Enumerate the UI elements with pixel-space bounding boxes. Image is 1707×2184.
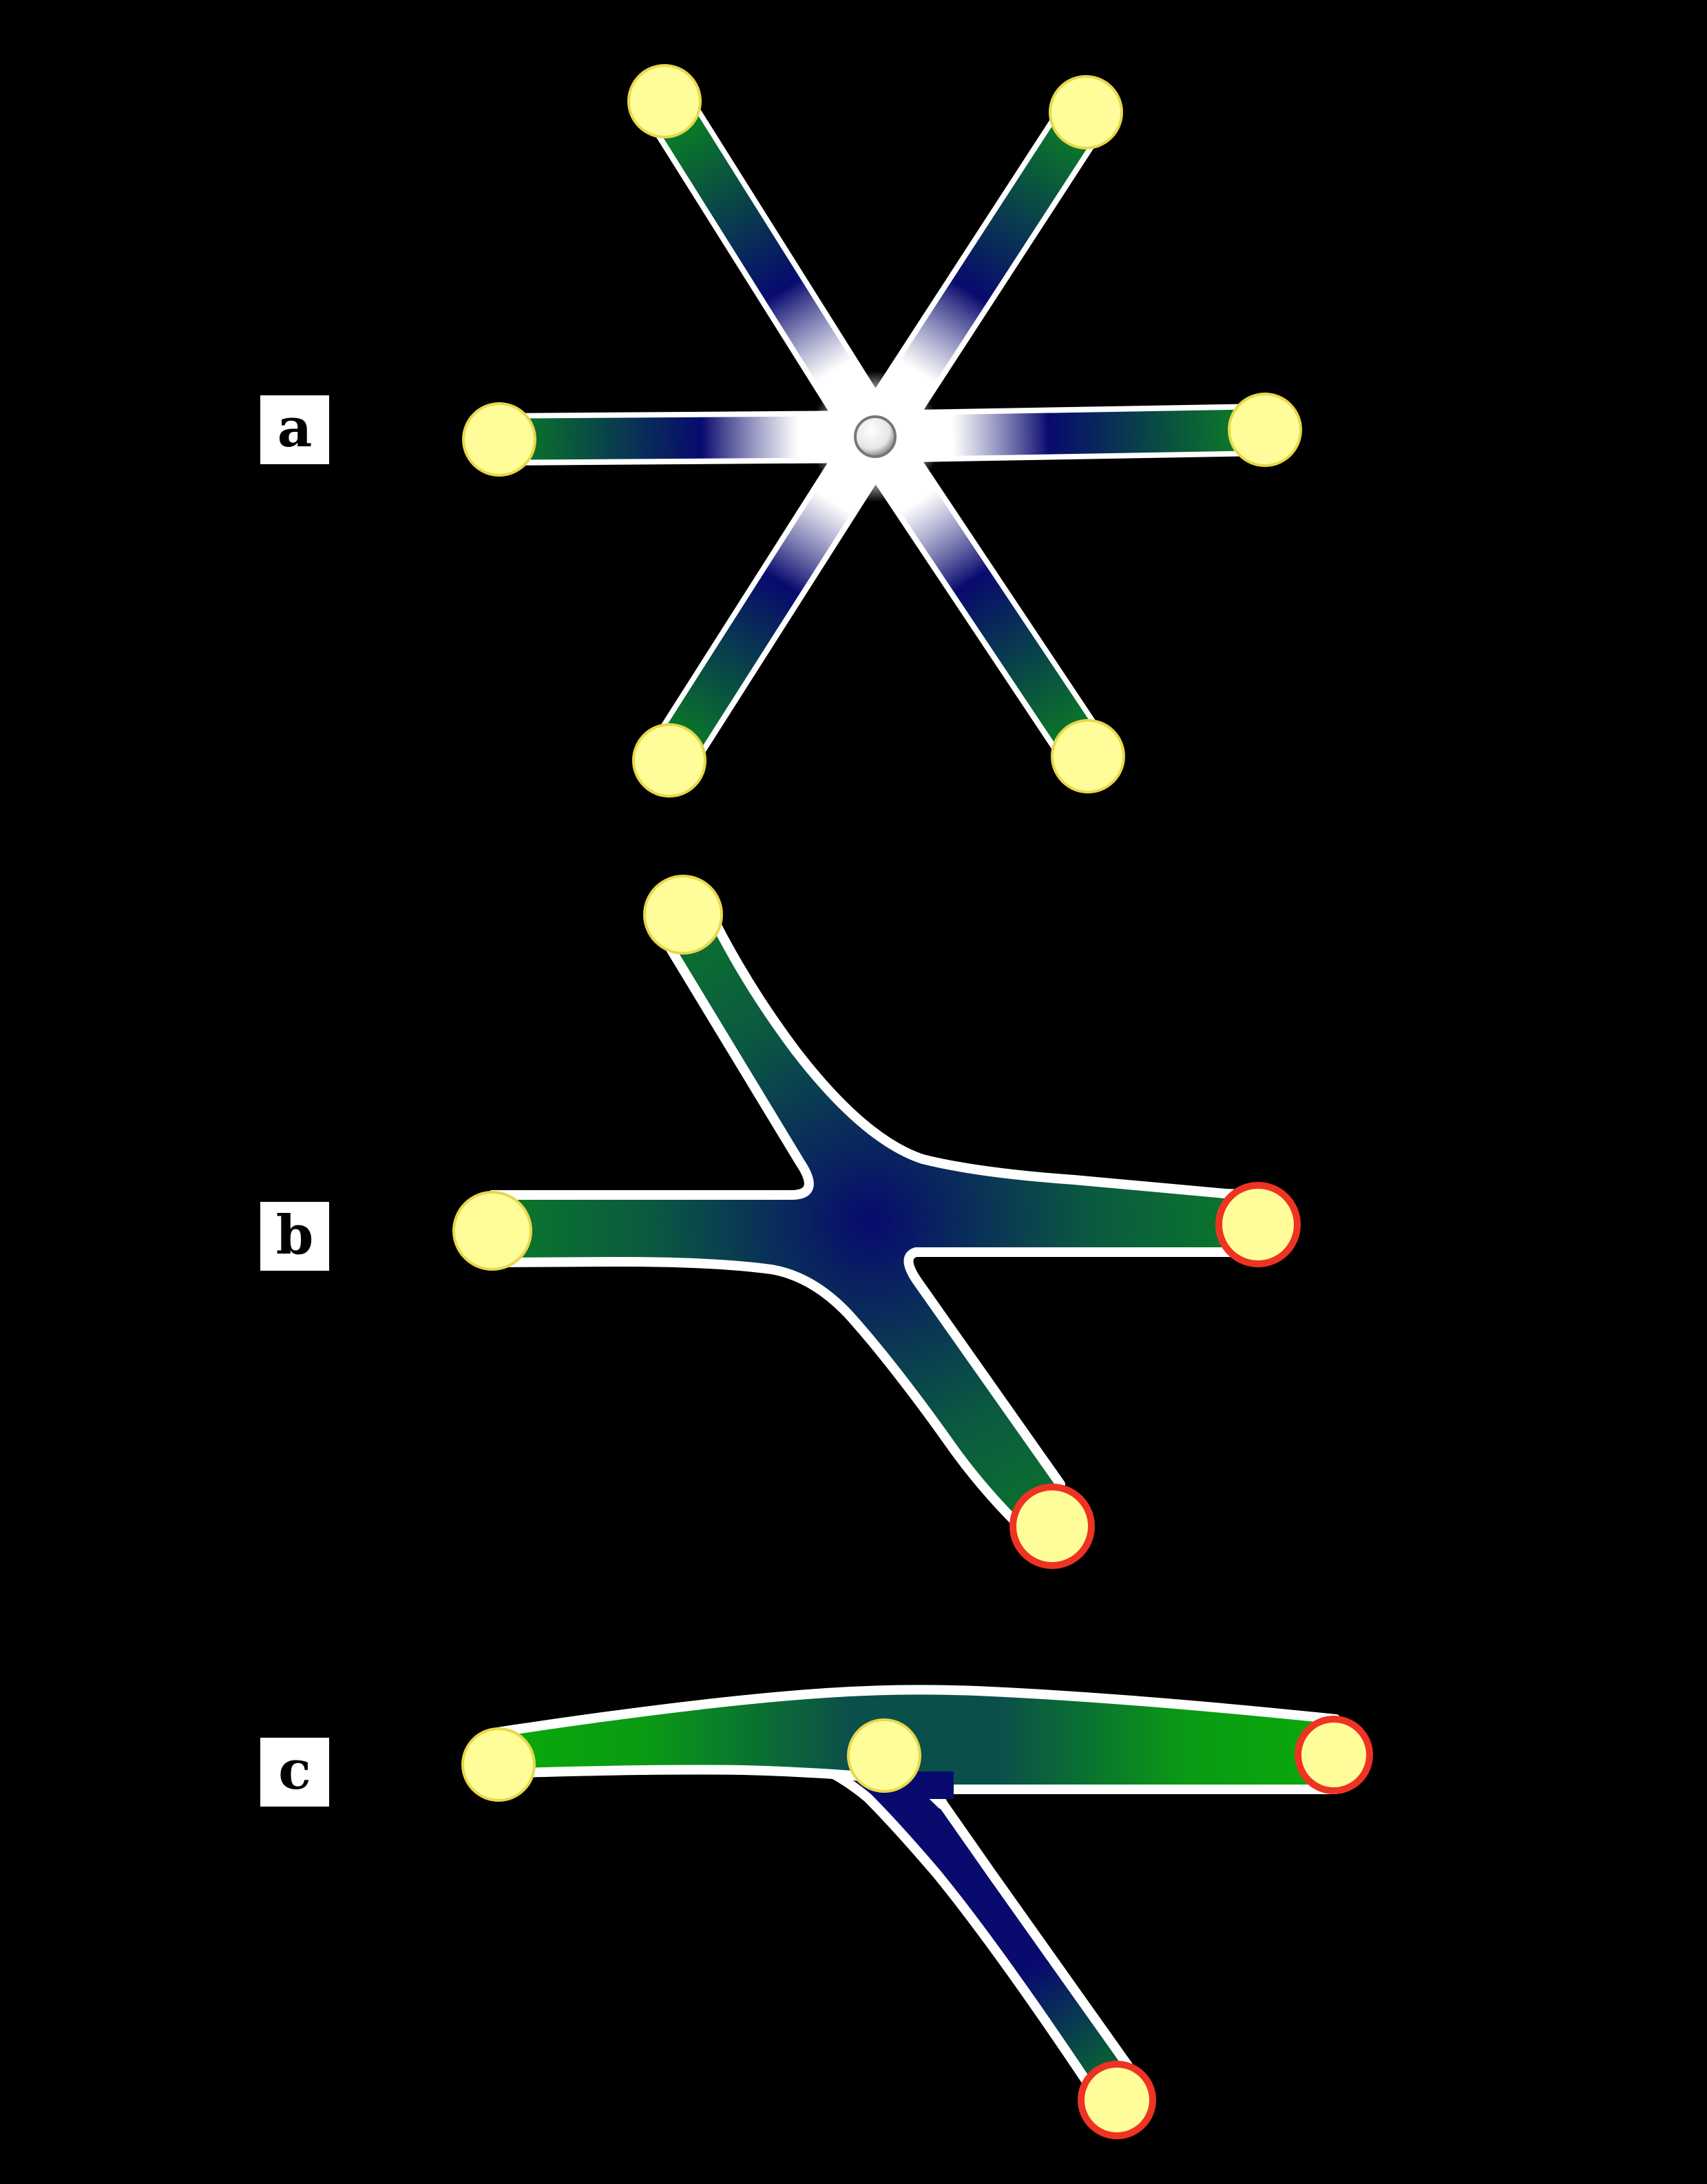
- node-c-bottom-highlighted: [1078, 2061, 1156, 2139]
- node-a-left: [462, 402, 536, 477]
- terminal-nodes-a: [462, 64, 1302, 798]
- panel-a: a: [260, 64, 1302, 798]
- node-a-lower-right: [1051, 719, 1125, 793]
- panel-c: c: [260, 1685, 1373, 2139]
- junction-channel-b: [488, 903, 1265, 1537]
- center-knob: [854, 415, 897, 458]
- panel-a-label-box: [260, 395, 329, 464]
- terminal-nodes-c: [461, 1716, 1373, 2139]
- panel-b-label-box: [260, 1202, 329, 1271]
- node-b-left: [452, 1191, 532, 1271]
- node-c-left: [461, 1727, 536, 1802]
- channel-arm-upper-left: [647, 90, 893, 448]
- branch-channel-c: [773, 1748, 1148, 2099]
- node-a-upper-right: [1049, 75, 1123, 149]
- panel-b: b: [260, 875, 1301, 1569]
- channel-arm-left: [499, 416, 876, 460]
- node-a-lower-left: [632, 723, 706, 798]
- panel-b-label: b: [276, 1204, 314, 1267]
- panel-a-label: a: [277, 397, 313, 459]
- panel-c-label: c: [278, 1739, 311, 1802]
- node-b-right-highlighted: [1215, 1182, 1301, 1267]
- channel-arm-lower-right: [858, 425, 1106, 768]
- node-c-right-highlighted: [1295, 1716, 1373, 1794]
- channel-arm-right: [875, 409, 1266, 457]
- node-c-middle: [847, 1718, 921, 1793]
- node-b-top: [643, 875, 723, 955]
- node-a-right: [1228, 393, 1302, 467]
- node-b-bottom-highlighted: [1009, 1484, 1095, 1569]
- star-channels: [499, 90, 1266, 771]
- panel-c-label-box: [260, 1738, 329, 1807]
- terminal-nodes-b: [452, 875, 1301, 1569]
- channel-arm-upper-right: [857, 101, 1104, 448]
- node-a-upper-left: [627, 64, 702, 138]
- channel-arm-lower-left: [651, 425, 893, 771]
